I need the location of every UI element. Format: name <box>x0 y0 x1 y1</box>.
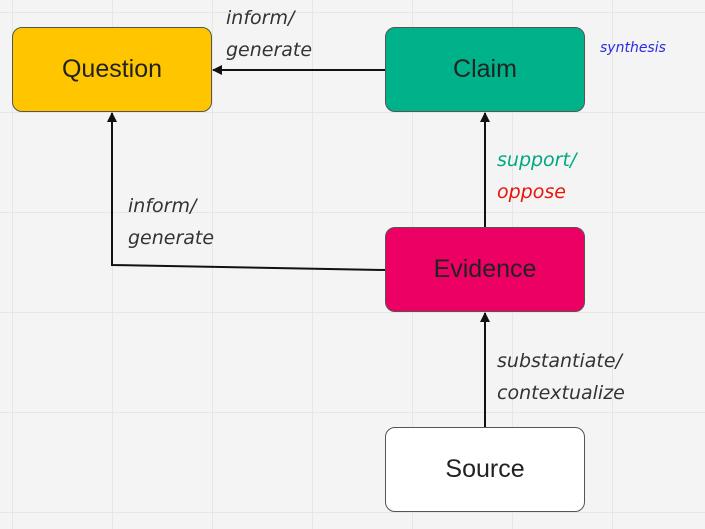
edge-label-claim-to-question: inform/ generate <box>226 2 312 66</box>
edge-label-line: inform/ <box>226 7 295 29</box>
edge-label-source-to-evidence: substantiate/ contextualize <box>497 345 625 409</box>
edge-label-line: generate <box>226 39 313 61</box>
edge-label-line: contextualize <box>497 382 625 404</box>
edge-label-line: substantiate/ <box>497 350 622 372</box>
node-question[interactable]: Question <box>12 27 212 112</box>
edge-label-line: generate <box>128 227 215 249</box>
node-source[interactable]: Source <box>385 427 585 512</box>
edge-label-evidence-to-question: inform/ generate <box>128 190 214 254</box>
edge-label-evidence-to-claim: support/ oppose <box>497 144 576 208</box>
annotation-synthesis: synthesis <box>600 40 666 56</box>
edge-evidence-to-question <box>107 112 386 271</box>
node-evidence[interactable]: Evidence <box>385 227 585 312</box>
edge-label-line: inform/ <box>128 195 197 217</box>
edge-label-support: support/ <box>497 149 577 171</box>
node-claim[interactable]: Claim <box>385 27 585 112</box>
edge-label-oppose: oppose <box>497 181 566 203</box>
